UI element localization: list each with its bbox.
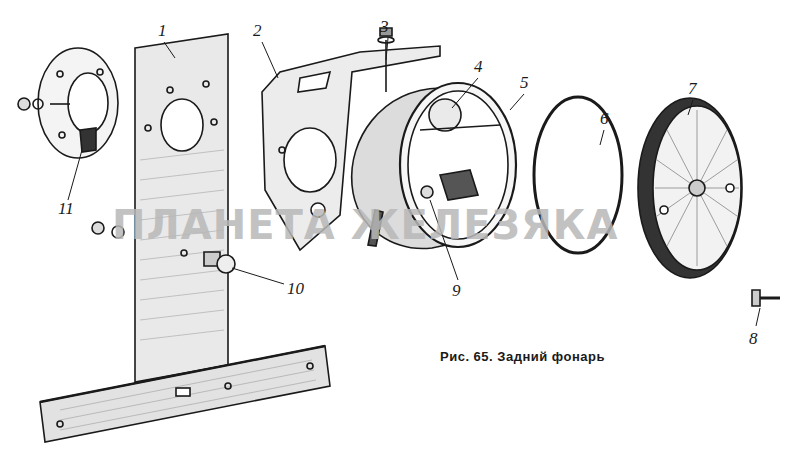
watermark: ПЛАНЕТА ЖЕЛЕЗЯКА <box>112 205 618 245</box>
callout-number: 2 <box>253 22 262 39</box>
mounting-ring <box>18 48 118 158</box>
lens-screw <box>752 290 780 306</box>
callout-number: 4 <box>474 58 483 75</box>
callout-number: 8 <box>749 330 758 347</box>
callout-number: 9 <box>452 282 461 299</box>
callout-number: 5 <box>520 74 529 91</box>
lamp-lens <box>638 98 742 278</box>
callout-number: 11 <box>58 200 74 217</box>
callout-number: 7 <box>688 80 697 97</box>
callout-number: 6 <box>600 110 609 127</box>
callout-number: 10 <box>287 280 304 297</box>
leader-lines <box>68 38 760 326</box>
figure-caption: Рис. 65. Задний фонарь <box>440 350 605 363</box>
callout-number: 1 <box>158 22 167 39</box>
callout-number: 3 <box>380 18 389 35</box>
